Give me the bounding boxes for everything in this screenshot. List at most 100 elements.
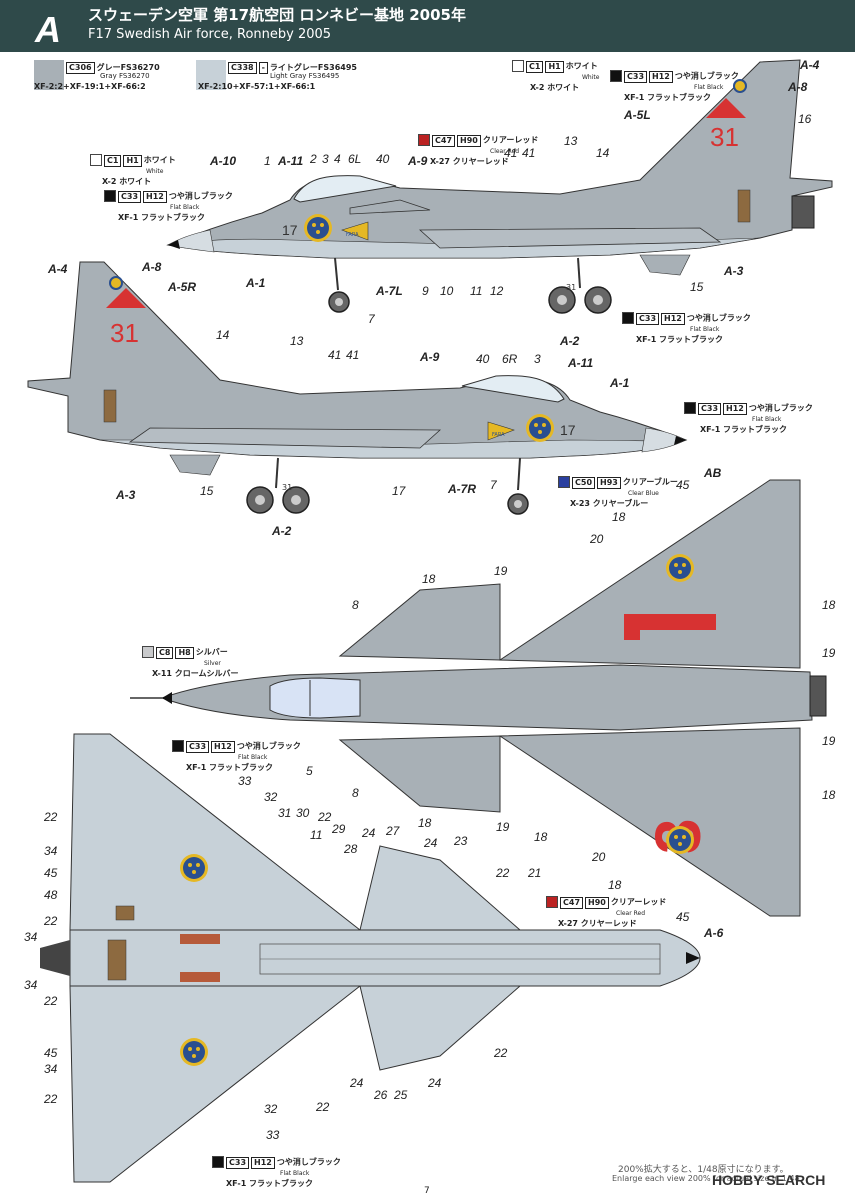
callout-a2-mid: A-2 [272, 524, 292, 538]
callout-14-top: 14 [596, 146, 610, 160]
callout-34-b: 34 [24, 930, 38, 944]
callout-24-a: 24 [362, 826, 376, 840]
callout-a2-top: A-2 [560, 334, 580, 348]
callout-14-mid: 14 [216, 328, 230, 342]
callout-40-top: 40 [376, 152, 390, 166]
callout-24-c: 24 [350, 1076, 364, 1090]
callout-a5r: A-5R [168, 280, 197, 294]
footnote-jp: 200%拡大すると、1/48原寸になります。 [618, 1165, 789, 1175]
title-japanese: スウェーデン空軍 第17航空団 ロンネビー基地 2005年 [88, 6, 466, 24]
callout-a1-mid: A-1 [610, 376, 630, 390]
top-view: 3 [130, 479, 827, 917]
callout-a9-top: A-9 [408, 154, 428, 168]
callout-32-a: 32 [264, 790, 278, 804]
callout-a11-top: A-11 [278, 154, 304, 168]
callout-22-f: 22 [44, 1092, 58, 1106]
callout-3-mid: 3 [534, 352, 541, 366]
callout-24-b: 24 [424, 836, 438, 850]
callout-13-top: 13 [564, 134, 578, 148]
callout-11: 11 [470, 284, 483, 298]
callout-21: 21 [528, 866, 542, 880]
callout-45-bot: 45 [676, 910, 690, 924]
callout-40-mid: 40 [476, 352, 490, 366]
callout-16: 16 [798, 112, 812, 126]
footnote-en: Enlarge each view 200% for actual size i… [612, 1174, 800, 1183]
callout-18-c: 18 [822, 598, 836, 612]
tail-number-left: 31 [710, 122, 739, 152]
callout-18-g: 18 [608, 878, 622, 892]
callout-11-b: 11 [310, 828, 323, 842]
svg-text:FARA: FARA [492, 432, 505, 438]
scheme-letter: A [30, 10, 66, 50]
callout-a4-mid: A-4 [48, 262, 68, 276]
page-number: 7 [424, 1186, 430, 1196]
callout-27: 27 [386, 824, 400, 838]
callout-a4-top: A-4 [800, 58, 820, 72]
callout-8-b: 8 [352, 786, 359, 800]
callout-a1-top: A-1 [246, 276, 266, 290]
callout-a11-mid: A-11 [568, 356, 594, 370]
callout-4: 4 [334, 152, 341, 166]
right-profile-view: 31 17 FARA 31 [27, 261, 688, 515]
svg-text:FARA: FARA [346, 232, 359, 238]
callout-12: 12 [490, 284, 504, 298]
callout-7-mid: 7 [490, 478, 497, 492]
callout-a5l: A-5L [624, 108, 651, 122]
callout-18-f: 18 [534, 830, 548, 844]
callout-9: 9 [422, 284, 429, 298]
callout-5: 5 [306, 764, 313, 778]
light-gray-swatch [196, 60, 226, 90]
callout-6r: 6R [502, 352, 518, 366]
callout-2: 2 [310, 152, 317, 166]
callout-a10: A-10 [210, 154, 237, 168]
callout-20-b: 20 [592, 850, 606, 864]
callout-a9-mid: A-9 [420, 350, 440, 364]
callout-24-d: 24 [428, 1076, 442, 1090]
callout-6l: 6L [348, 152, 362, 166]
callout-48: 48 [44, 888, 58, 902]
callout-25: 25 [394, 1088, 408, 1102]
callout-29: 29 [332, 822, 346, 836]
callout-22-e: 22 [44, 994, 58, 1008]
gray-swatch-mix: XF-2:2+XF-19:1+XF-66:2 [34, 82, 146, 91]
callout-18-d: 18 [822, 788, 836, 802]
svg-text:31: 31 [282, 483, 292, 492]
light-gray-swatch-code: C338-ライトグレーFS36495 [228, 62, 357, 74]
callout-41-a: 41 [504, 146, 518, 160]
bottom-view [40, 733, 701, 1183]
nose-number-right: 17 [560, 422, 576, 438]
callout-33-a: 33 [238, 774, 252, 788]
callout-22-g: 22 [494, 1046, 508, 1060]
callout-34-d: 34 [44, 1062, 58, 1076]
callout-a7r: A-7R [448, 482, 477, 496]
callout-1: 1 [264, 154, 271, 168]
callout-20-a: 20 [590, 532, 604, 546]
callout-19-d: 19 [496, 820, 510, 834]
callout-45-top: 45 [676, 478, 690, 492]
callout-22-b: 22 [496, 866, 510, 880]
callout-45-a: 45 [44, 866, 58, 880]
callout-a3-mid: A-3 [116, 488, 136, 502]
title-english: F17 Swedish Air force, Ronneby 2005 [88, 27, 332, 42]
callout-a8-mid: A-8 [142, 260, 162, 274]
callout-33-b: 33 [266, 1128, 280, 1142]
callout-41-b: 41 [522, 146, 536, 160]
callout-7-top: 7 [368, 312, 375, 326]
callout-a7l: A-7L [376, 284, 403, 298]
callout-19-b: 19 [822, 646, 836, 660]
callout-41-c: 41 [328, 348, 342, 362]
callout-10: 10 [440, 284, 454, 298]
callout-28: 28 [344, 842, 358, 856]
light-gray-swatch-sub: Light Gray FS36495 [270, 72, 340, 80]
callout-22-c: 22 [44, 810, 58, 824]
